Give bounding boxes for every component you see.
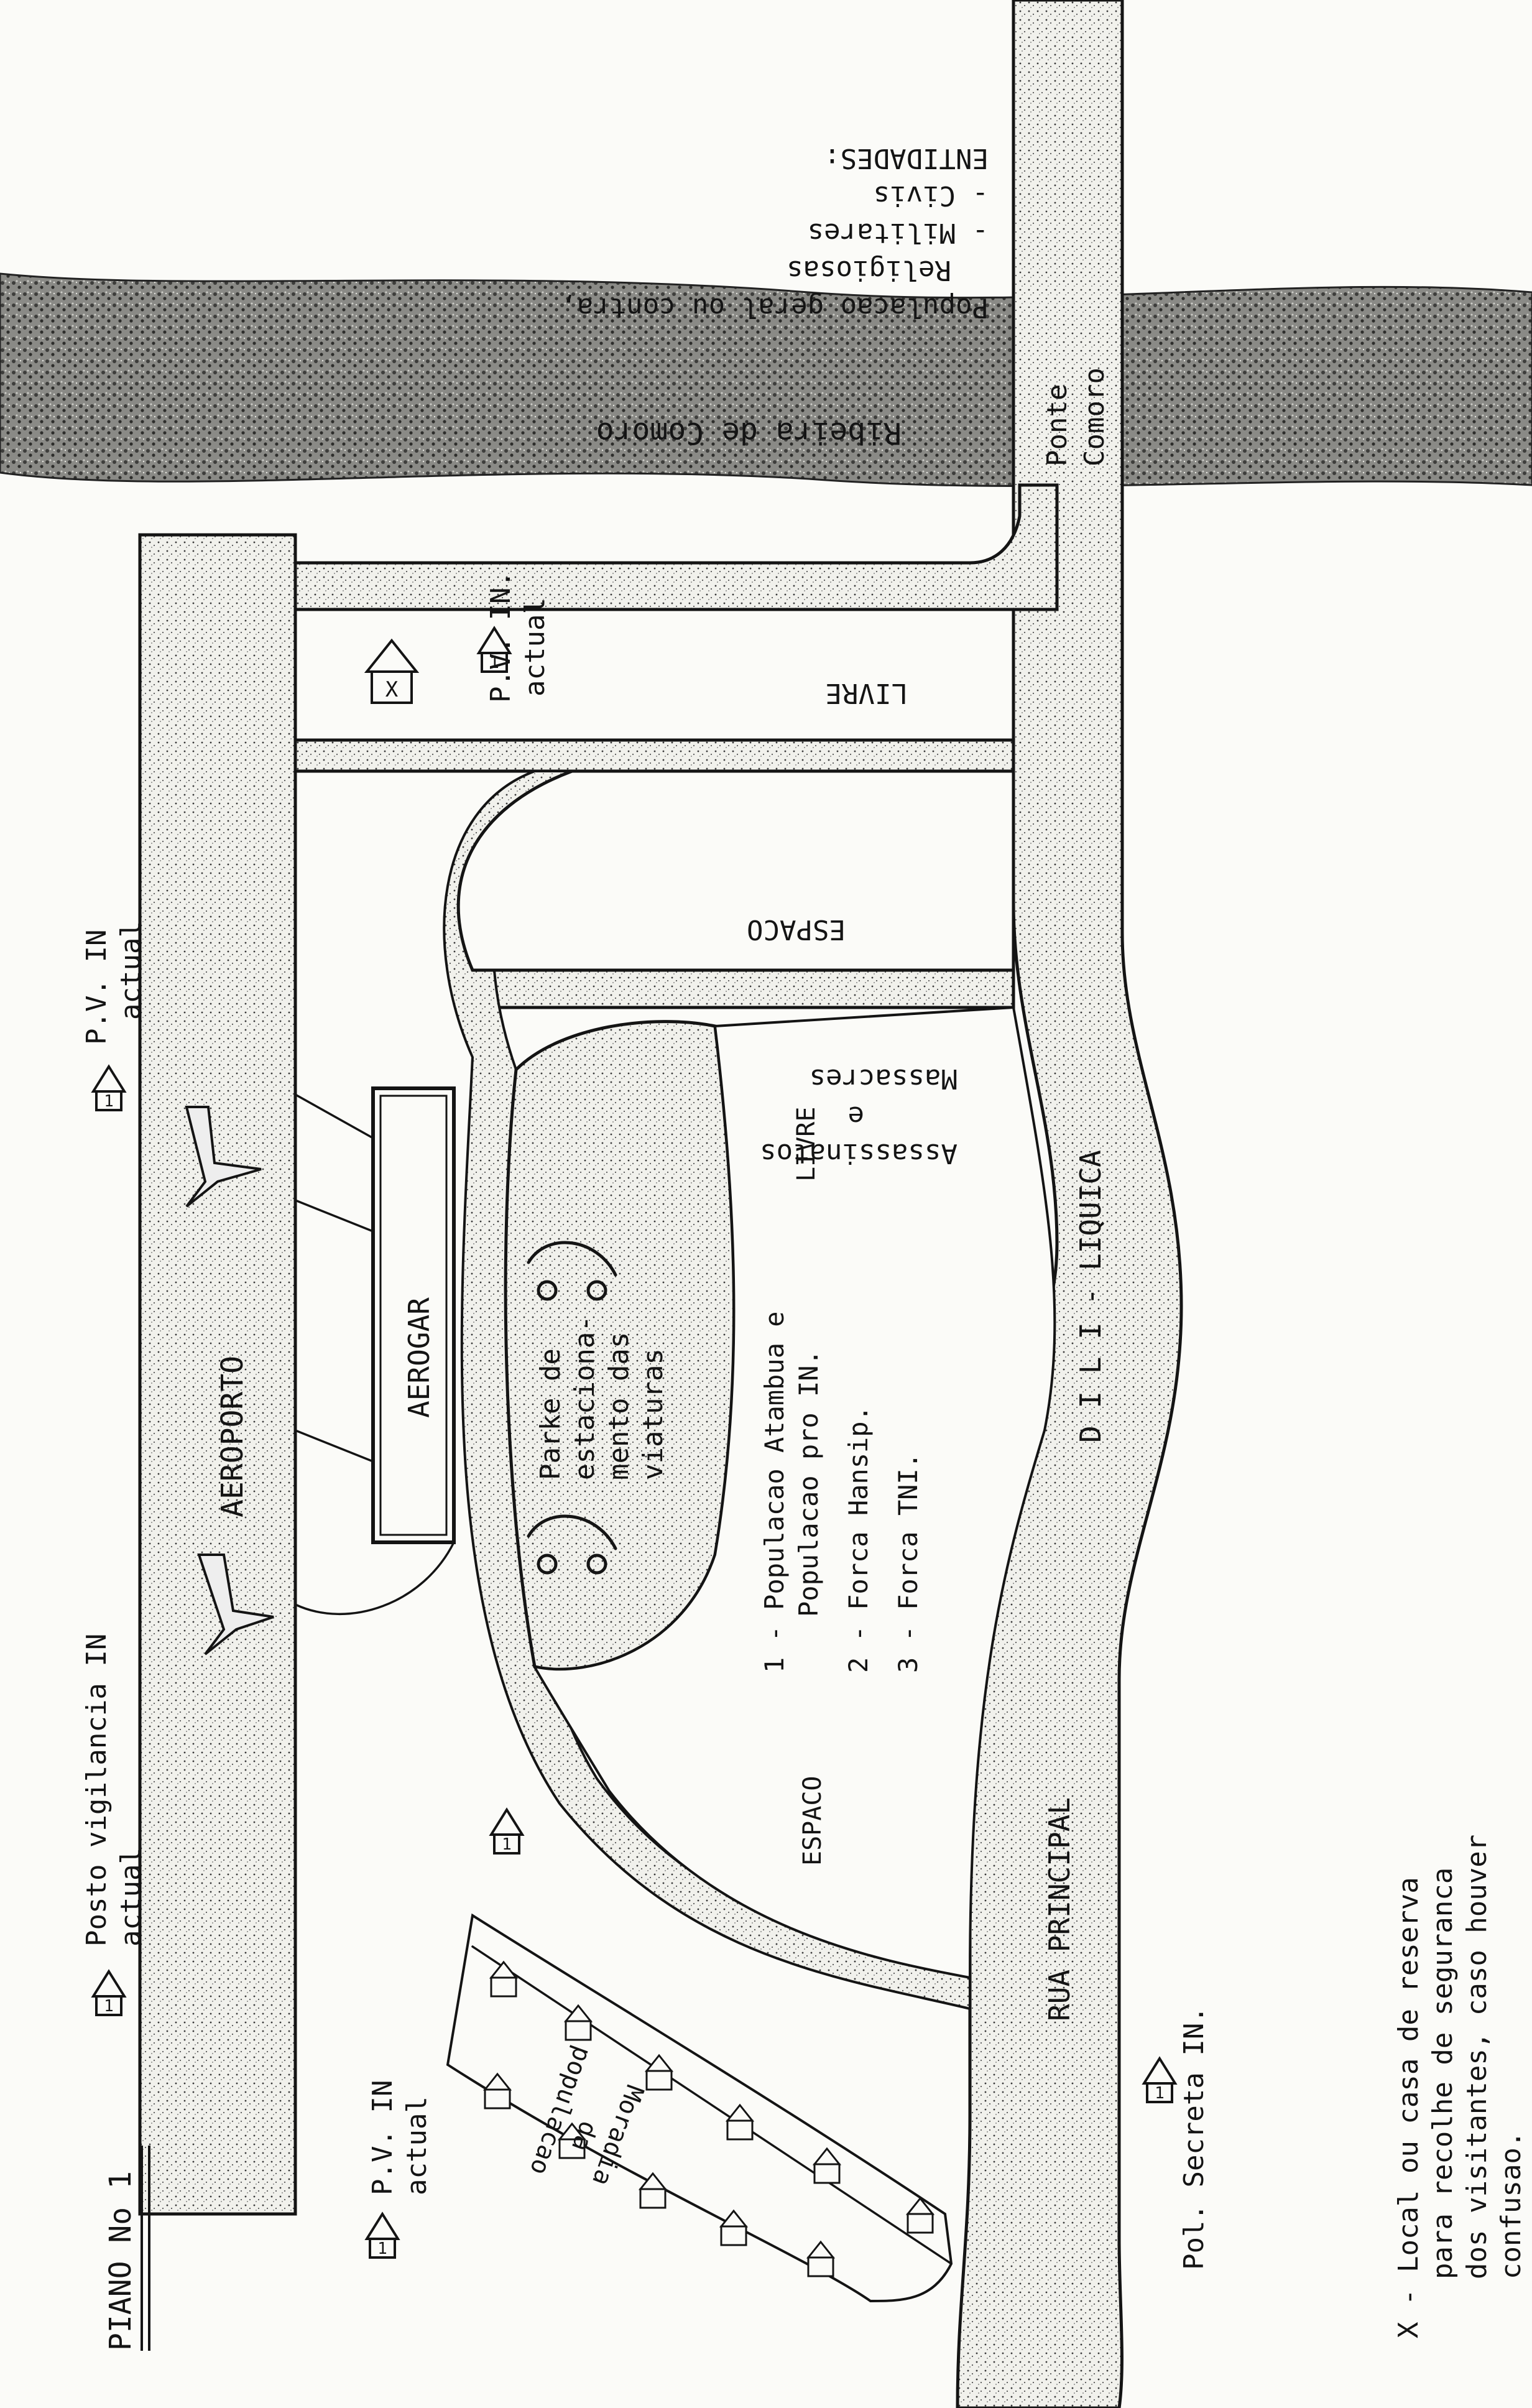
zone-label-massacres: Massacres e Assassinatos [760,1063,958,1169]
airplane-icon [185,1106,262,1208]
parking-label: Parke de estaciona- mento das viaturas [535,1315,669,1480]
svg-text:actual: actual [115,921,147,1020]
zone-massacres [533,1006,1056,1980]
house-marker-pv-left: 1 [364,2211,400,2259]
svg-text:estaciona-: estaciona- [569,1315,601,1480]
legend-item-2: 2 - Forca Hansip. [843,1405,874,1673]
house-marker-pv-top: 1 [91,1064,127,1111]
svg-text:P.V. IN.: P.V. IN. [485,571,517,703]
svg-text:confusao.: confusao. [1495,2131,1527,2279]
footnote: X - Local ou casa de reserva para recolh… [1393,1835,1527,2338]
svg-text:e: e [848,1100,865,1132]
access-road-top [293,483,1059,611]
house-icon [482,2072,512,2109]
house-marker-x-reserve: X [364,638,420,704]
legend-item-1-cont: Populacao pro IN. [793,1350,824,1617]
svg-text:P.V. IN: P.V. IN [81,930,113,1045]
vehicle-icon [527,1241,617,1301]
house-marker-unlabelled: 1 [489,1807,525,1855]
entity-item: Populacao geral ou contra, [560,292,989,323]
svg-text:Massacres: Massacres [810,1063,958,1095]
svg-text:Assassinatos: Assassinatos [760,1137,958,1169]
svg-text:Comoro: Comoro [1079,368,1110,466]
post-label-pv-mid: P.V. IN. actual [485,571,551,703]
svg-text:X: X [385,677,399,702]
airplane-icon [197,1554,274,1656]
entity-item: - Militares [808,217,989,249]
entity-item: - Civis [874,180,989,211]
svg-text:Parke de: Parke de [535,1348,566,1480]
housing-boundary-line [471,1945,953,2265]
access-road-lower [471,968,1015,1009]
svg-text:actual: actual [115,1848,147,1947]
svg-text:para recolhe de seguranca: para recolhe de seguranca [1427,1868,1459,2279]
house-marker-pv-mid: 1 [476,626,512,673]
house-icon [557,2122,587,2159]
zone-livre-top [293,608,1015,742]
post-label-pol-secreta: Pol. Secreta IN. [1178,2006,1210,2270]
svg-text:actual: actual [401,2096,433,2195]
svg-text:viaturas: viaturas [637,1348,669,1480]
svg-text:Posto vigilancia IN: Posto vigilancia IN [81,1634,113,1947]
river-ribeira-de-comoro [0,272,1532,488]
house-icon [905,2197,935,2234]
house-marker-pol-secreta: 1 [1142,2056,1178,2103]
svg-text:1: 1 [1155,2084,1165,2103]
svg-text:PIANO No 1: PIANO No 1 [103,2171,138,2351]
post-label-pv-top: P.V. IN actual [81,921,147,1045]
house-icon [489,1960,519,1998]
svg-text:mento das: mento das [603,1332,635,1480]
aerogar-terminal [294,1086,456,1616]
svg-text:P.V. IN: P.V. IN [367,2080,399,2195]
svg-text:actual: actual [519,598,551,697]
legend-item-3: 3 - Forca TNI. [893,1453,923,1673]
terminal-label: AEROGAR [402,1297,436,1418]
street-label-dili-liquica: D I L I - LIQUICA [1074,1150,1107,1443]
airport-label: AEROPORTO [215,1356,250,1517]
zone-label-livre-top: LIVRE [826,677,908,709]
river-label: Ribeira de Comoro [596,415,902,450]
svg-text:dos visitantes, caso houver: dos visitantes, caso houver [1461,1835,1493,2279]
svg-text:1: 1 [104,1997,114,2016]
svg-text:1: 1 [377,2239,387,2258]
entities-list: ENTIDADES: - Civis - Militares Religiosa… [560,142,989,323]
house-icon [638,2172,668,2209]
svg-text:1: 1 [104,1092,114,1111]
vehicle-icon [527,1514,617,1575]
house-icon [563,2004,593,2041]
house-icon [812,2147,842,2184]
svg-text:Ponte: Ponte [1041,384,1073,466]
zone-label-livre-mid: LIVRE [792,1107,821,1182]
street-label-rua-principal: RUA PRINCIPAL [1043,1797,1076,2021]
house-icon [806,2240,836,2277]
airport-runway [138,533,297,2216]
svg-text:1: 1 [489,654,499,672]
legend-item-1: 1 - Populacao Atambua e [759,1311,790,1673]
house-icon [725,2103,755,2141]
access-road-mid [293,738,1015,773]
post-label-posto: Posto vigilancia IN actual [81,1634,147,1947]
svg-text:1: 1 [502,1835,512,1854]
house-icon [719,2209,749,2246]
zone-label-espaco: ESPACO [747,914,846,945]
entities-title: ENTIDADES: [824,142,989,174]
zone-espaco [456,769,1015,972]
plan-title: PIANO No 1 [103,2146,150,2351]
bridge-label: Ponte Comoro [1041,368,1110,466]
legend: 1 - Populacao Atambua e Populacao pro IN… [759,1311,923,1673]
house-icon [644,2054,674,2091]
post-label-pv-left: P.V. IN actual [367,2080,433,2195]
svg-text:X - Local ou casa de reserva: X - Local ou casa de reserva [1393,1877,1424,2338]
entity-item: Religiosas [787,254,951,286]
zone-label-espaco-bottom: ESPACO [798,1776,827,1866]
house-marker-posto: 1 [91,1969,127,2016]
